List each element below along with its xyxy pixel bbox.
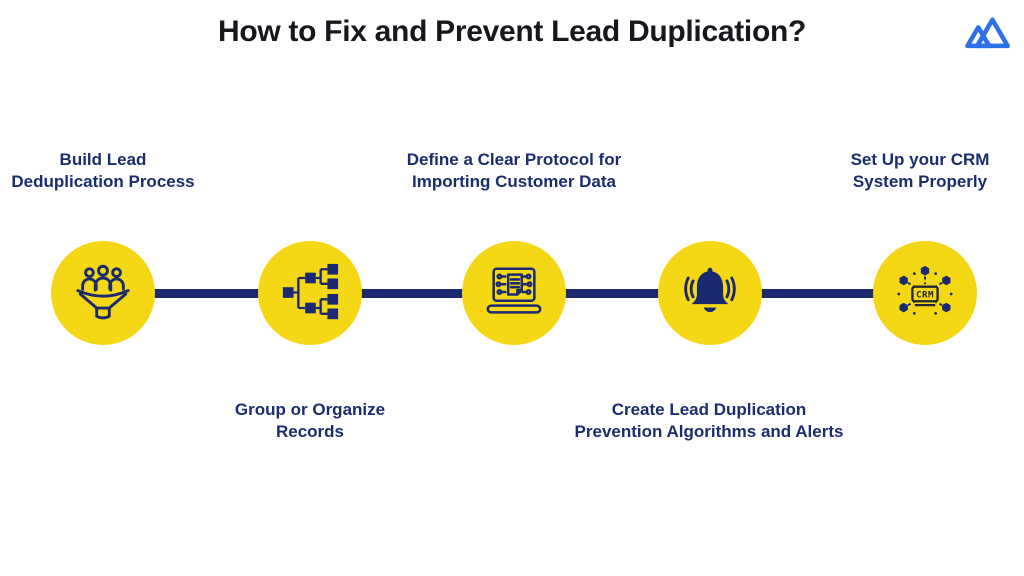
laptop-document-icon xyxy=(483,262,545,324)
step-4-label: Create Lead Duplication Prevention Algor… xyxy=(574,400,844,441)
step-5-label: Set Up your CRM System Properly xyxy=(850,150,990,191)
page-title: How to Fix and Prevent Lead Duplication? xyxy=(217,15,807,48)
step-2-circle xyxy=(258,241,362,345)
step-3-circle xyxy=(462,241,566,345)
hierarchy-tree-icon xyxy=(279,262,341,324)
crm-network-icon: CRM xyxy=(894,262,956,324)
alert-bell-icon xyxy=(679,262,741,324)
step-2-label: Group or Organize Records xyxy=(234,400,386,441)
step-4-circle xyxy=(658,241,762,345)
mountain-logo-icon xyxy=(962,10,1012,52)
people-funnel-icon xyxy=(72,262,134,324)
step-1-circle xyxy=(51,241,155,345)
crm-icon-text: CRM xyxy=(916,289,934,300)
step-5-circle: CRM xyxy=(873,241,977,345)
step-3-label: Define a Clear Protocol for Importing Cu… xyxy=(406,150,622,191)
step-1-label: Build Lead Deduplication Process xyxy=(11,150,195,191)
